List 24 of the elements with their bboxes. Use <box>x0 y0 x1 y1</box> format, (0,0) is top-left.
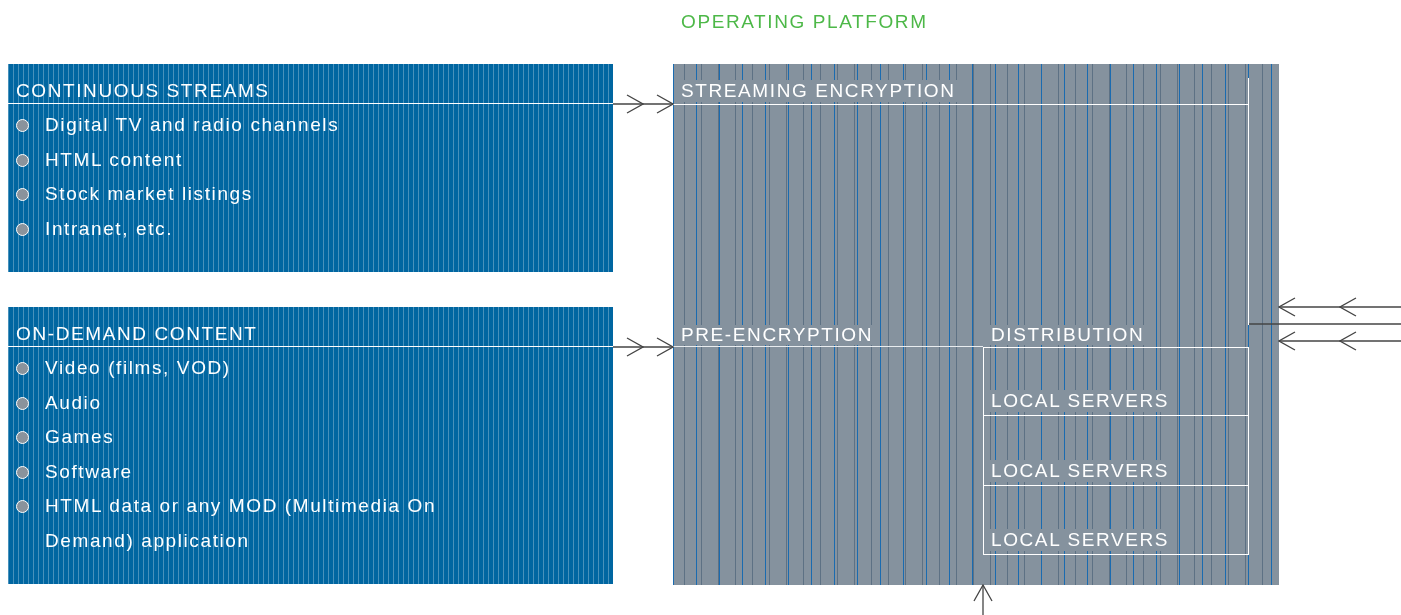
section-heading: STREAMING ENCRYPTION <box>679 80 958 102</box>
content-panel <box>8 64 613 272</box>
content-panel <box>8 307 613 584</box>
distribution-section <box>983 326 1249 555</box>
section-heading: CONTINUOUS STREAMS <box>16 80 270 102</box>
list-item: HTML content <box>45 147 184 172</box>
list-item: Stock market listings <box>45 182 254 206</box>
arrow <box>612 94 674 114</box>
arrow <box>1278 331 1401 351</box>
arrow <box>612 337 674 357</box>
list-item: Video (films, VOD) <box>45 356 232 380</box>
list-item: Digital TV and radio channels <box>45 113 341 137</box>
section-title: OPERATING PLATFORM <box>681 11 928 33</box>
encryption-section <box>673 78 1249 325</box>
encryption-section <box>673 326 983 347</box>
list-item: Audio <box>45 390 103 415</box>
section-heading: DISTRIBUTION <box>989 325 1147 345</box>
arrow <box>1278 297 1401 317</box>
list-item: Intranet, etc. <box>45 216 174 241</box>
list-item: Games <box>45 425 116 449</box>
arrow <box>973 584 993 615</box>
list-item: Software <box>45 459 134 484</box>
section-heading: ON-DEMAND CONTENT <box>16 323 258 345</box>
list-item: HTML data or any MOD (Multimedia On Demand) application <box>45 494 438 553</box>
